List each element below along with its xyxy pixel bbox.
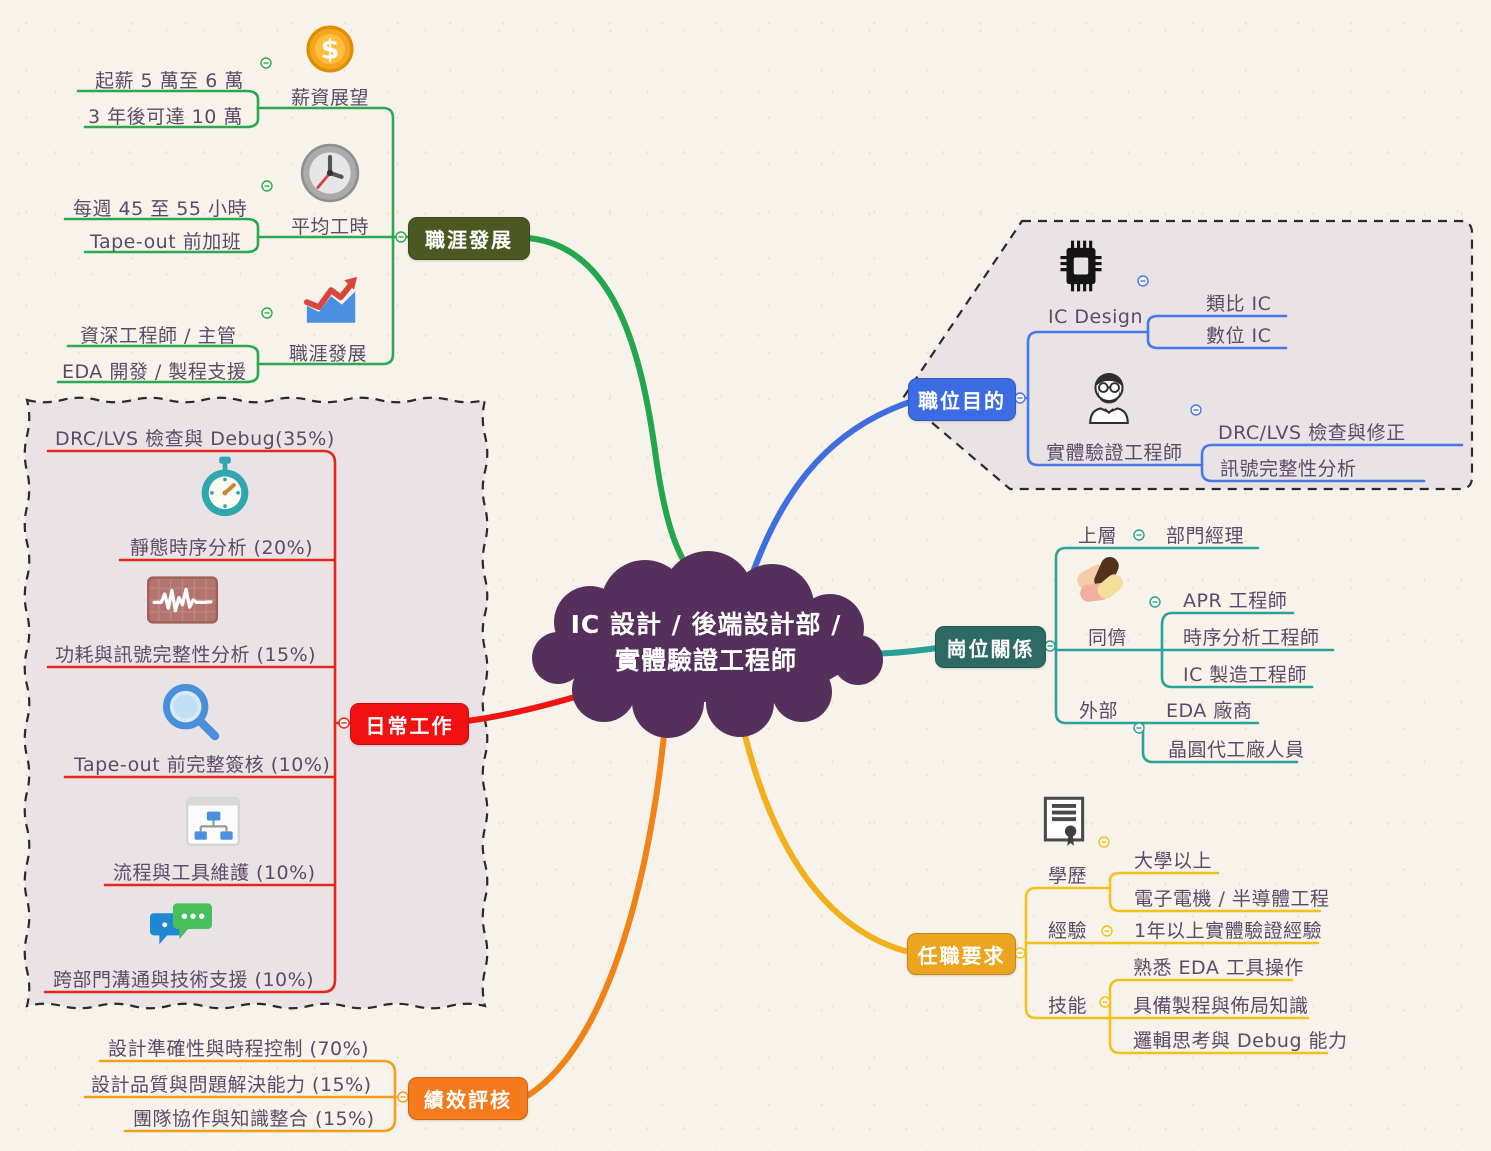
topic-tapeout-signoff[interactable]: Tape-out 前完整簽核 (10%)	[74, 754, 331, 776]
branch-position-relations[interactable]: 崗位關係	[935, 626, 1046, 668]
evaluation-branch-lines	[83, 1059, 410, 1133]
topic-senior-engineer[interactable]: 資深工程師 / 主管	[80, 325, 237, 347]
topic-drc-lvs-fix[interactable]: DRC/LVS 檢查與修正	[1218, 422, 1406, 444]
collapse-button[interactable]	[1044, 640, 1056, 652]
topic-department-manager[interactable]: 部門經理	[1166, 525, 1245, 547]
collapse-button[interactable]	[260, 57, 272, 69]
chat-bubbles-icon	[150, 903, 213, 945]
purpose-boundary	[901, 219, 1474, 491]
topic-signal-integrity-analysis[interactable]: 訊號完整性分析	[1220, 458, 1357, 480]
collapse-button[interactable]	[261, 180, 273, 192]
topic-skills[interactable]: 技能	[1048, 995, 1088, 1017]
collapse-button[interactable]	[1014, 947, 1026, 959]
topic-foundry-staff[interactable]: 晶圓代工廠人員	[1168, 739, 1305, 761]
requirements-branch-lines	[1012, 871, 1329, 1055]
collapse-button[interactable]	[338, 717, 350, 729]
growth-chart-icon	[303, 276, 358, 323]
topic-accuracy-schedule[interactable]: 設計準確性與時程控制 (70%)	[108, 1038, 370, 1060]
topic-weekly-hours[interactable]: 每週 45 至 55 小時	[73, 198, 248, 220]
topic-logic-debug[interactable]: 邏輯思考與 Debug 能力	[1133, 1030, 1348, 1052]
topic-ic-manufacturing-engineer[interactable]: IC 製造工程師	[1183, 664, 1307, 686]
branch-performance-evaluation[interactable]: 績效評核	[408, 1077, 528, 1120]
collapse-button[interactable]	[1137, 275, 1149, 287]
branch-job-purpose[interactable]: 職位目的	[908, 378, 1016, 421]
hands-together-icon	[1077, 557, 1124, 602]
topic-eda-tools[interactable]: 熟悉 EDA 工具操作	[1133, 957, 1304, 979]
topic-analog-ic[interactable]: 類比 IC	[1206, 293, 1272, 315]
collapse-button[interactable]	[1133, 529, 1145, 541]
collapse-button[interactable]	[395, 231, 407, 243]
topic-eda-vendor[interactable]: EDA 廠商	[1166, 700, 1253, 722]
topic-tapeout-overtime[interactable]: Tape-out 前加班	[90, 231, 242, 253]
collapse-button[interactable]	[1014, 392, 1026, 404]
collapse-button[interactable]	[1133, 722, 1145, 734]
stopwatch-icon	[201, 456, 249, 517]
central-topic-cloud[interactable]	[532, 551, 883, 738]
flowchart-icon	[185, 796, 241, 847]
topic-education[interactable]: 學歷	[1048, 865, 1088, 887]
central-topic[interactable]: IC 設計 / 後端設計部 / 實體驗證工程師	[545, 607, 867, 680]
topic-power-signal-integrity[interactable]: 功耗與訊號完整性分析 (15%)	[55, 644, 317, 666]
branch-daily-work[interactable]: 日常工作	[350, 703, 469, 745]
topic-ic-design[interactable]: IC Design	[1048, 306, 1144, 328]
career-branch-lines	[56, 89, 410, 384]
topic-upper-level[interactable]: 上層	[1078, 525, 1118, 547]
topic-bachelor-above[interactable]: 大學以上	[1134, 850, 1213, 872]
topic-quality-problem-solving[interactable]: 設計品質與問題解決能力 (15%)	[91, 1074, 372, 1096]
collapse-button[interactable]	[261, 307, 273, 319]
chip-icon	[1060, 240, 1102, 292]
branch-career-development[interactable]: 職涯發展	[408, 217, 530, 260]
svg-text:$: $	[321, 35, 340, 66]
purpose-branch-lines	[1012, 314, 1464, 483]
topic-digital-ic[interactable]: 數位 IC	[1206, 325, 1272, 347]
engineer-avatar-icon	[1089, 373, 1129, 425]
topic-drc-lvs-debug[interactable]: DRC/LVS 檢查與 Debug(35%)	[55, 428, 335, 450]
daily-branch-lines	[43, 449, 352, 994]
topic-eda-process-support[interactable]: EDA 開發 / 製程支援	[62, 361, 247, 383]
collapse-button[interactable]	[1099, 996, 1111, 1008]
topic-cross-team-support[interactable]: 跨部門溝通與技術支援 (10%)	[53, 969, 315, 991]
topic-career-growth[interactable]: 職涯發展	[289, 343, 368, 365]
topic-salary-outlook[interactable]: 薪資展望	[291, 87, 370, 109]
collapse-button[interactable]	[1101, 925, 1113, 937]
main-branch-curves	[464, 235, 940, 1099]
topic-experience[interactable]: 經驗	[1048, 920, 1088, 942]
topic-teamwork-knowledge[interactable]: 團隊協作與知識整合 (15%)	[133, 1108, 375, 1130]
magnifier-icon	[163, 684, 220, 741]
collapse-button[interactable]	[1098, 836, 1110, 848]
relations-branch-lines	[1042, 546, 1335, 764]
topic-ee-semiconductor[interactable]: 電子電機 / 半導體工程	[1134, 888, 1330, 910]
topic-average-hours[interactable]: 平均工時	[291, 216, 370, 238]
topic-salary-3-years[interactable]: 3 年後可達 10 萬	[88, 106, 243, 128]
clock-icon	[300, 143, 360, 203]
topic-peers[interactable]: 同儕	[1088, 627, 1128, 649]
certificate-icon	[1043, 796, 1085, 846]
topic-static-timing[interactable]: 靜態時序分析 (20%)	[130, 537, 314, 559]
central-topic-line1: IC 設計 / 後端設計部 /	[570, 610, 842, 639]
waveform-icon	[147, 576, 218, 624]
topic-process-layout-knowledge[interactable]: 具備製程與佈局知識	[1133, 995, 1309, 1017]
central-topic-line2: 實體驗證工程師	[614, 646, 797, 676]
collapse-button[interactable]	[1190, 404, 1202, 416]
branch-job-requirements[interactable]: 任職要求	[907, 933, 1016, 975]
topic-one-year-pv[interactable]: 1年以上實體驗證經驗	[1134, 920, 1323, 942]
topic-starting-salary[interactable]: 起薪 5 萬至 6 萬	[95, 70, 244, 92]
collapse-button[interactable]	[397, 1091, 409, 1103]
topic-timing-engineer[interactable]: 時序分析工程師	[1183, 627, 1320, 649]
topic-apr-engineer[interactable]: APR 工程師	[1183, 590, 1288, 612]
daily-work-boundary	[23, 396, 489, 1010]
topic-external[interactable]: 外部	[1079, 700, 1119, 722]
topic-pv-engineer[interactable]: 實體驗證工程師	[1046, 442, 1183, 464]
topic-flow-tool-maintenance[interactable]: 流程與工具維護 (10%)	[113, 862, 316, 884]
coin-icon: $	[306, 25, 354, 73]
collapse-button[interactable]	[1149, 596, 1161, 608]
